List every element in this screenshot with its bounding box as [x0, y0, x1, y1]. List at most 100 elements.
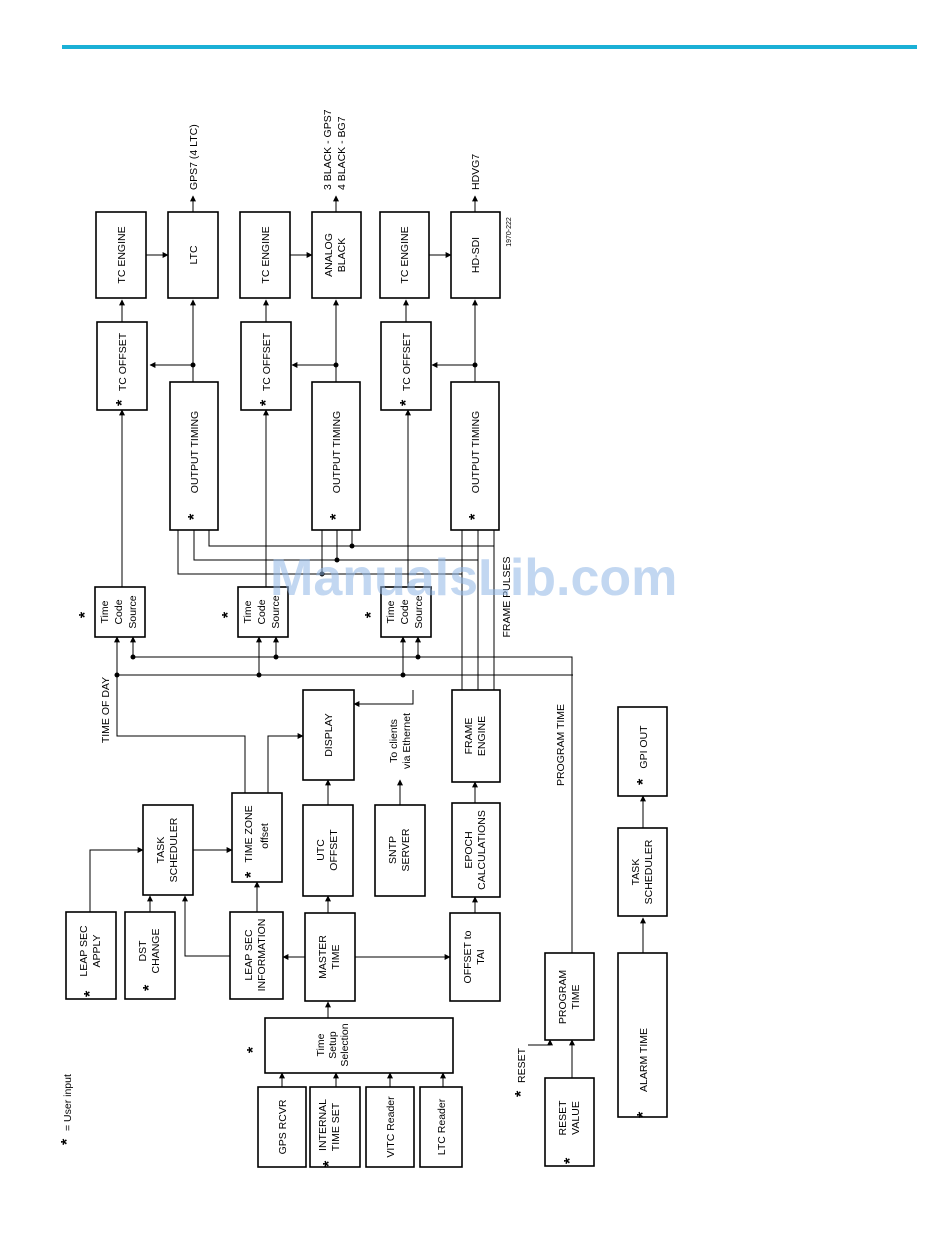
gpi-out-box	[617, 706, 668, 797]
out-hdsdi-label: HDVG7	[470, 154, 482, 190]
output-timing-box-3	[450, 381, 500, 531]
analog-black-label-2: BLACK	[336, 238, 348, 272]
output-timing-box-2	[311, 381, 361, 531]
analog-black-label-1: ANALOG	[323, 233, 335, 277]
tc-source-3-label-3: Source	[413, 595, 425, 628]
reset-label: RESET	[516, 1047, 528, 1083]
leap-sec-info-label-1: LEAP SEC	[243, 929, 255, 981]
to-clients-label-2: via Ethernet	[401, 713, 413, 769]
frame-pulses-label: FRAME PULSES	[501, 556, 513, 637]
task-scheduler-2-label-1: TASK	[630, 859, 642, 886]
leap-sec-apply-asterisk: *	[82, 990, 99, 997]
legend-text: = User input	[62, 1074, 74, 1131]
alarm-time-label: ALARM TIME	[638, 1028, 650, 1092]
tc-offset-box-3	[380, 321, 432, 411]
offset-to-tai-box	[449, 912, 501, 1002]
time-of-day-label: TIME OF DAY	[100, 677, 112, 743]
tc-source-2-label-1: Time	[242, 600, 254, 623]
out-ltc-label: GPS7 (4 LTC)	[188, 124, 200, 190]
output-timing-2-label: OUTPUT TIMING	[331, 411, 343, 493]
tc-offset-3-label: TC OFFSET	[401, 332, 413, 391]
tc-offset-box-2	[240, 321, 292, 411]
gps-rcvr-box	[257, 1086, 307, 1168]
epoch-label-2: CALCULATIONS	[476, 810, 488, 890]
analog-black-box	[311, 211, 362, 299]
leap-sec-info-box	[229, 911, 284, 1000]
gps-rcvr-label: GPS RCVR	[277, 1099, 289, 1154]
utc-offset-box	[302, 804, 354, 897]
epoch-box	[451, 802, 501, 898]
sntp-label-1: SNTP	[387, 836, 399, 864]
tc-source-2-asterisk: *	[220, 611, 237, 618]
task-scheduler-label-1: TASK	[155, 837, 167, 864]
epoch-label-1: EPOCH	[463, 831, 475, 868]
output-timing-1-label: OUTPUT TIMING	[189, 411, 201, 493]
boxes	[65, 211, 668, 1168]
gpi-out-asterisk: *	[635, 778, 652, 785]
tc-offset-box-1	[96, 321, 148, 411]
internal-time-set-box	[309, 1086, 361, 1168]
tc-source-1-label-3: Source	[127, 595, 139, 628]
program-time-label: PROGRAM TIME	[555, 704, 567, 786]
time-zone-box	[231, 792, 283, 883]
tc-source-box-1	[94, 586, 146, 638]
frame-engine-label-2: ENGINE	[476, 716, 488, 756]
dst-change-box	[124, 911, 176, 1000]
reset-value-label-1: RESET	[557, 1100, 569, 1136]
frame-engine-box	[451, 689, 501, 783]
leap-sec-apply-box	[65, 911, 117, 1000]
output-timing-box-1	[169, 381, 219, 531]
ltc-box	[167, 211, 219, 299]
tc-source-1-label-1: Time	[99, 600, 111, 623]
program-time-box-label-2: TIME	[570, 984, 582, 1009]
vitc-reader-label: VITC Reader	[385, 1096, 397, 1158]
time-setup-label-2: Setup	[327, 1031, 339, 1059]
master-time-label-1: MASTER	[317, 935, 329, 979]
task-scheduler-box	[142, 804, 194, 896]
output-timing-3-asterisk: *	[467, 513, 484, 520]
leap-sec-apply-label-1: LEAP SEC	[78, 925, 90, 977]
ltc-label: LTC	[188, 245, 200, 264]
leap-sec-apply-label-2: APPLY	[91, 934, 103, 967]
tc-source-3-asterisk: *	[363, 611, 380, 618]
dst-change-label-2: CHANGE	[150, 929, 162, 974]
internal-time-set-label-2: TIME SET	[330, 1102, 342, 1151]
output-timing-1-asterisk: *	[186, 513, 203, 520]
task-scheduler-label-2: SCHEDULER	[168, 817, 180, 882]
dst-change-asterisk: *	[141, 984, 158, 991]
tc-engine-1-label: TC ENGINE	[116, 226, 128, 283]
ltc-reader-box	[419, 1086, 463, 1168]
hd-sdi-box	[450, 211, 501, 299]
out-black-label-2: 4 BLACK - BG7	[336, 116, 348, 190]
time-setup-asterisk: *	[245, 1046, 262, 1053]
out-black-label-1: 3 BLACK - GPS7	[322, 109, 334, 190]
tc-engine-box-1	[95, 211, 147, 299]
offset-tai-label-2: TAI	[475, 949, 487, 965]
tc-offset-1-asterisk: *	[114, 399, 131, 406]
display-box	[302, 689, 355, 781]
vitc-reader-box	[365, 1086, 415, 1168]
time-zone-label-1: TIME ZONE	[243, 805, 255, 862]
leap-sec-info-label-2: INFORMATION	[256, 919, 268, 992]
time-zone-asterisk: *	[243, 871, 260, 878]
tc-source-1-label-2: Code	[113, 599, 125, 624]
tc-offset-2-label: TC OFFSET	[261, 332, 273, 391]
time-setup-box	[264, 1017, 454, 1074]
tc-engine-box-3	[379, 211, 430, 299]
tc-engine-3-label: TC ENGINE	[399, 226, 411, 283]
gpi-out-label: GPI OUT	[638, 725, 650, 769]
tc-source-3-label-1: Time	[385, 600, 397, 623]
connector-lines	[89, 195, 646, 1087]
task-scheduler-2-label-2: SCHEDULER	[643, 839, 655, 904]
sntp-server-box	[374, 804, 426, 897]
master-time-label-2: TIME	[330, 944, 342, 969]
legend-asterisk: *	[59, 1138, 76, 1145]
time-setup-label-3: Selection	[339, 1023, 351, 1066]
watermark: ManualsLib.com	[270, 549, 677, 607]
tc-source-box-3	[380, 586, 432, 638]
tc-source-2-label-2: Code	[256, 599, 268, 624]
task-scheduler-2-box	[617, 827, 668, 917]
reset-value-label-2: VALUE	[570, 1101, 582, 1135]
tc-source-box-2	[237, 586, 289, 638]
